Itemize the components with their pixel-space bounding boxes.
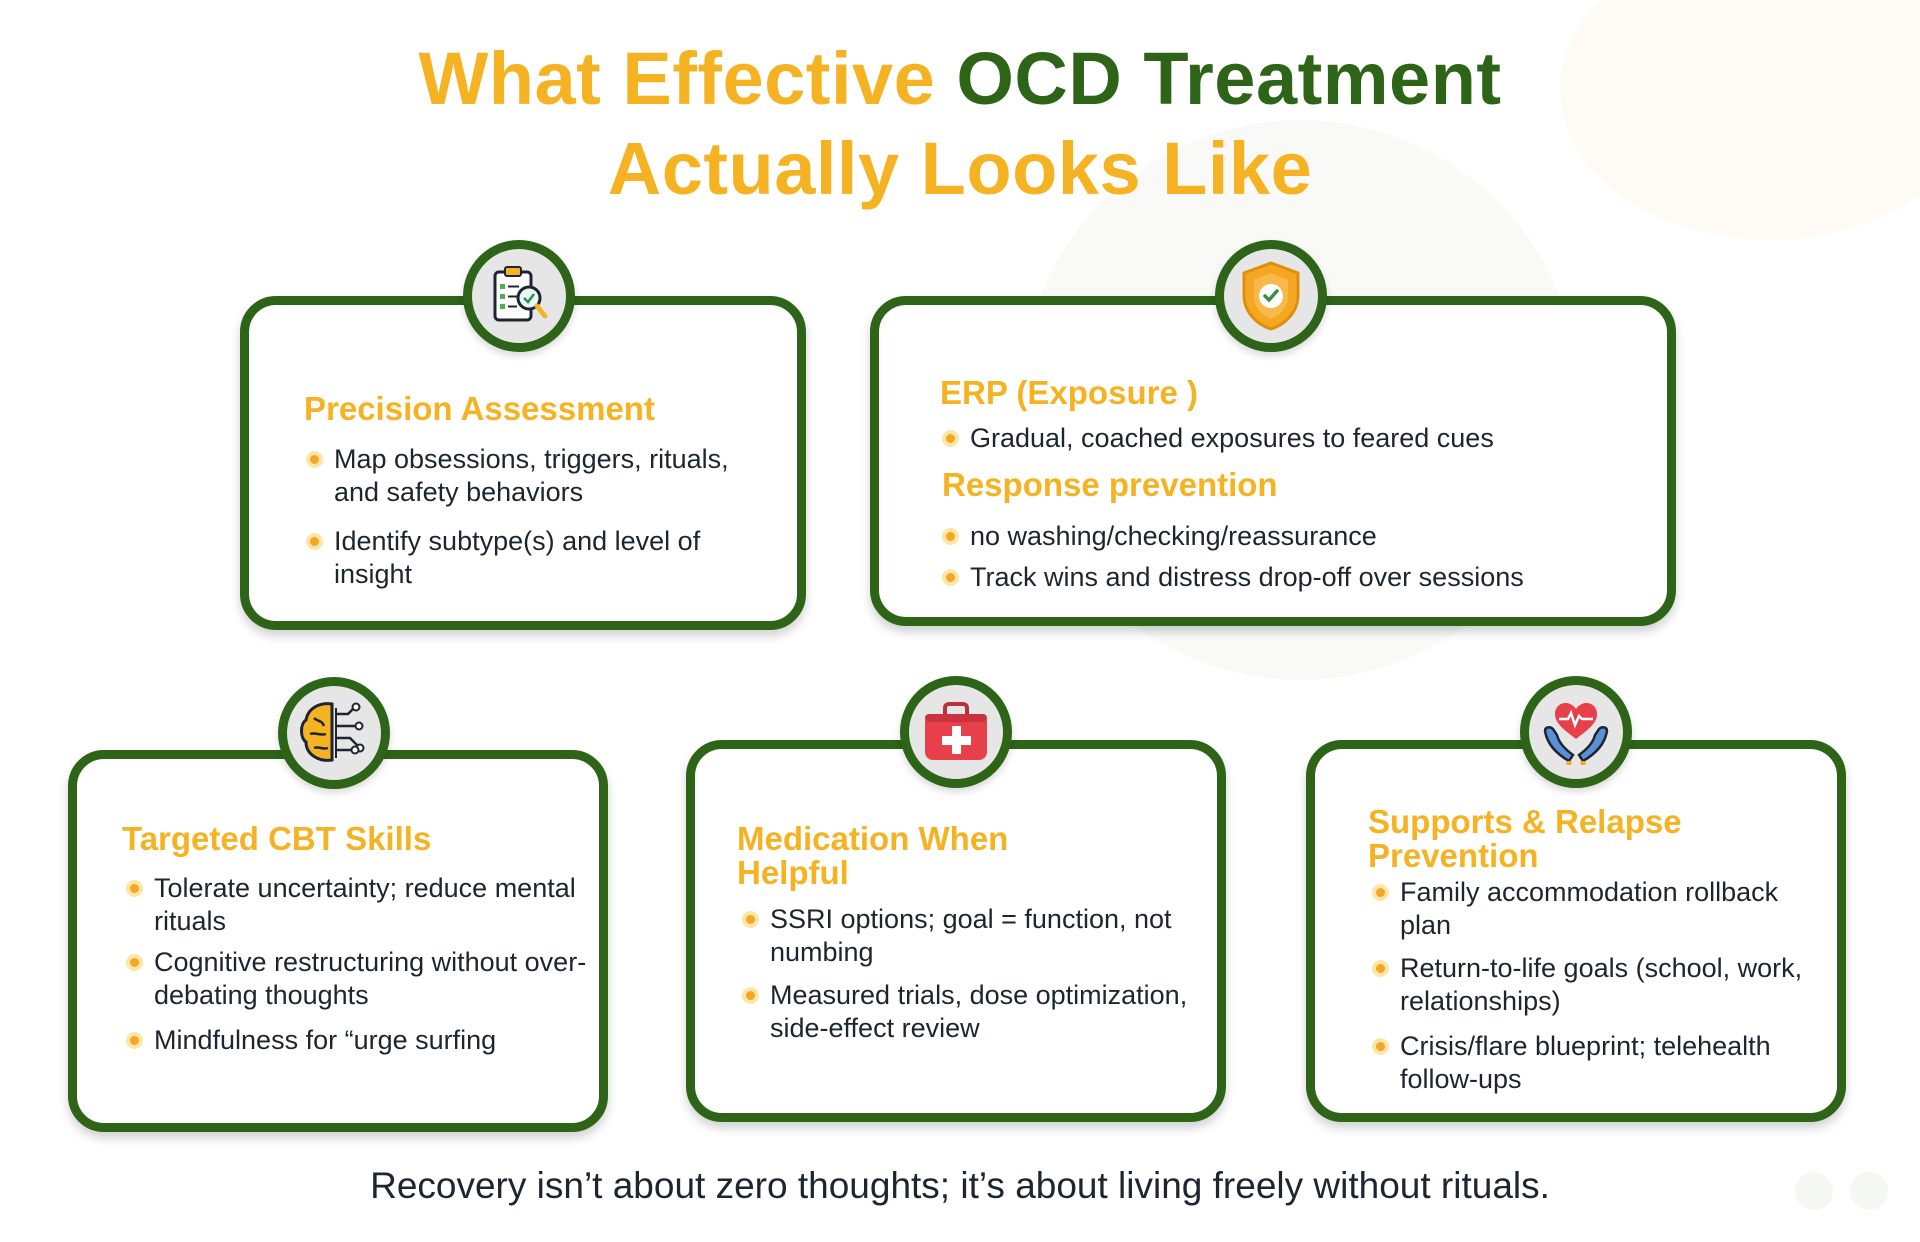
list-item: Family accommodation rollback plan [1372, 876, 1822, 942]
list-item: Track wins and distress drop-off over se… [942, 561, 1642, 594]
badge-assessment [463, 240, 575, 352]
list-item: Gradual, coached exposures to feared cue… [942, 422, 1642, 455]
heart-hands-icon [1543, 703, 1609, 765]
card-list: no washing/checking/reassurance Track wi… [942, 520, 1642, 594]
list-item: Mindfulness for “urge surfing [126, 1024, 588, 1057]
card-list: Gradual, coached exposures to feared cue… [942, 422, 1642, 455]
card-heading: Supports & Relapse Prevention [1368, 803, 1682, 874]
card-list: Family accommodation rollback plan Retur… [1372, 876, 1822, 1096]
card-list: SSRI options; goal = function, not numbi… [742, 903, 1202, 1045]
title-line2: Actually Looks Like [607, 127, 1313, 210]
list-item: no washing/checking/reassurance [942, 520, 1642, 553]
card-heading: ERP (Exposure ) [940, 374, 1198, 411]
list-item: Identify subtype(s) and level of insight [306, 525, 776, 591]
footer-tagline: Recovery isn’t about zero thoughts; it’s… [370, 1165, 1550, 1206]
list-item: Map obsessions, triggers, rituals, and s… [306, 443, 776, 509]
card-subheading: Response prevention [942, 466, 1278, 503]
page-title: What Effective OCD Treatment Actually Lo… [0, 34, 1920, 214]
shield-check-icon [1242, 261, 1300, 331]
card-list: Tolerate uncertainty; reduce mental ritu… [126, 872, 588, 1057]
card-heading: Targeted CBT Skills [122, 820, 432, 857]
list-item: Return-to-life goals (school, work, rela… [1372, 952, 1822, 1018]
card-heading: Precision Assessment [304, 390, 655, 427]
card-cbt [68, 750, 608, 1132]
badge-supports [1520, 676, 1632, 788]
first-aid-kit-icon [925, 702, 987, 760]
list-item: Cognitive restructuring without over-deb… [126, 946, 588, 1012]
title-green: OCD Treatment [956, 37, 1502, 120]
title-orange: What Effective [418, 37, 936, 120]
badge-erp [1215, 240, 1327, 352]
list-item: Tolerate uncertainty; reduce mental ritu… [126, 872, 588, 938]
badge-cbt [278, 677, 390, 789]
card-list: Map obsessions, triggers, rituals, and s… [306, 443, 776, 591]
list-item: SSRI options; goal = function, not numbi… [742, 903, 1202, 969]
card-heading: Medication When Helpful [737, 820, 1009, 891]
clipboard-magnifier-icon [493, 266, 548, 322]
card-supports [1306, 740, 1846, 1122]
badge-medication [900, 676, 1012, 788]
list-item: Crisis/flare blueprint; telehealth follo… [1372, 1030, 1822, 1096]
brain-circuit-icon [300, 702, 365, 762]
list-item: Measured trials, dose optimization, side… [742, 979, 1202, 1045]
